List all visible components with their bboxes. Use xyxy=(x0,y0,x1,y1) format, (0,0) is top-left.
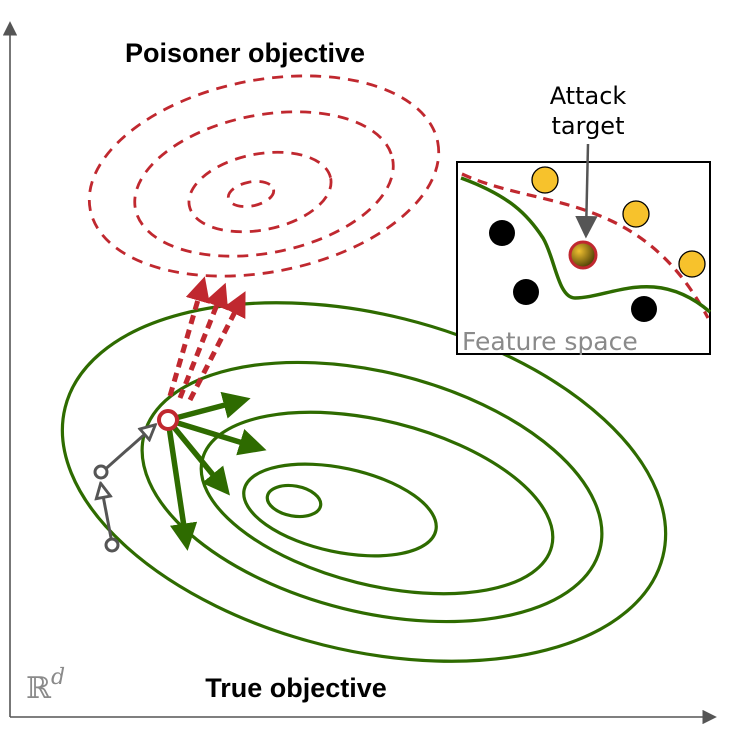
true-contour-1 xyxy=(60,301,668,663)
class-a-point-2 xyxy=(513,279,539,305)
attack-target-label-line1: Attack xyxy=(550,82,627,110)
red-arrow-3 xyxy=(187,291,246,402)
feature-space-inset: Feature space xyxy=(456,161,712,356)
feature-space-label: Feature space xyxy=(462,327,638,356)
current-point xyxy=(157,409,179,431)
true-contour-2 xyxy=(140,360,604,624)
path-point-start xyxy=(104,537,120,553)
space-label: ℝd xyxy=(26,665,65,706)
red-arrow-1 xyxy=(167,276,210,397)
true-objective-title: True objective xyxy=(205,673,387,703)
green-arrow-1 xyxy=(167,391,251,423)
path-step-2 xyxy=(100,426,154,475)
true-contour-4 xyxy=(242,462,438,558)
clean-boundary xyxy=(460,176,712,314)
class-b-point-2 xyxy=(622,200,650,228)
true-contour-5 xyxy=(265,483,323,519)
poison-contour-4 xyxy=(226,180,276,208)
green-arrow-4 xyxy=(165,419,198,551)
green-arrow-3 xyxy=(165,418,230,496)
poisoner-objective-title: Poisoner objective xyxy=(125,38,365,68)
attack-target-label-line2: target xyxy=(552,112,625,140)
attack-target-point xyxy=(568,240,598,270)
true-objective-contours xyxy=(60,301,668,663)
path-point-middle xyxy=(93,464,109,480)
class-b-point-1 xyxy=(531,166,559,194)
poisoned-boundary xyxy=(461,172,710,319)
poison-contour-2 xyxy=(133,110,395,258)
poison-contour-3 xyxy=(187,150,333,234)
green-arrow-2 xyxy=(167,417,267,456)
poison-contour-1 xyxy=(87,74,441,278)
red-arrow-2 xyxy=(177,282,229,399)
attack-target-pointer xyxy=(575,143,598,239)
optimization-path xyxy=(93,426,154,553)
class-b-point-3 xyxy=(678,250,706,278)
path-step-1 xyxy=(101,485,114,544)
poisoner-objective-contours xyxy=(87,74,441,278)
true-contour-3 xyxy=(199,410,555,596)
class-a-point-3 xyxy=(631,296,657,322)
poisoner-gradient-arrows xyxy=(167,276,246,402)
class-a-point-1 xyxy=(489,220,515,246)
true-gradient-arrows xyxy=(165,391,267,551)
